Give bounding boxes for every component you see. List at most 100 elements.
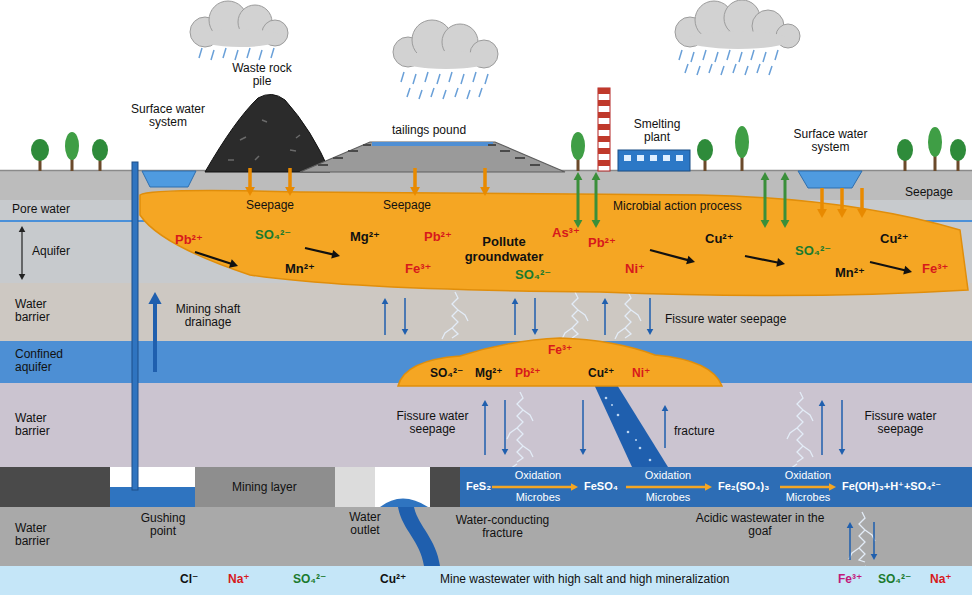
cloud — [398, 51, 494, 69]
node-text: Mining layer — [232, 481, 297, 494]
node-text: SO₄²⁻ — [878, 573, 911, 586]
annotation-label: Water outlet — [340, 511, 390, 538]
chimney — [598, 124, 610, 130]
node-text: Ni⁺ — [625, 262, 645, 277]
confined-pollution-plume: SO₄²⁻Mg²⁺Pb²⁺Fe³⁺Cu²⁺Ni⁺ — [395, 335, 725, 387]
plume-outline — [245, 187, 255, 196]
band-decoration — [662, 405, 669, 411]
node-text: Water barrier — [15, 522, 70, 549]
plume-outline — [781, 172, 790, 180]
node-text: Mn²⁺ — [835, 266, 865, 281]
tree — [897, 139, 913, 161]
plume-outline — [140, 191, 968, 296]
plume-outline — [480, 187, 490, 196]
smelting-building — [624, 155, 631, 161]
plume-outline — [592, 220, 601, 228]
band-decoration — [605, 397, 608, 400]
plume-outline — [285, 187, 295, 196]
plume-outline — [870, 262, 906, 271]
node-text: Na⁺ — [228, 573, 250, 586]
chimney — [598, 136, 610, 142]
cloud — [686, 31, 790, 49]
band-decoration — [841, 400, 843, 450]
plume-outline — [305, 248, 334, 255]
node-text: Fe³⁺ — [548, 344, 572, 357]
plume-outline — [595, 178, 598, 221]
cloud — [675, 0, 800, 49]
band-decoration — [404, 298, 406, 330]
band-decoration — [502, 449, 509, 455]
band-decoration — [819, 400, 826, 406]
band-decoration — [492, 486, 572, 489]
node-text: Microbes — [640, 491, 696, 503]
plume-outline — [761, 172, 770, 180]
band-decoration — [504, 400, 506, 450]
node-text: Fe³⁺ — [922, 262, 948, 277]
band-decoration — [442, 292, 468, 339]
band-decoration — [649, 459, 652, 462]
band-decoration — [627, 431, 630, 434]
plume-outline — [195, 252, 232, 264]
annotation-label: Fissure water seepage — [665, 313, 786, 326]
chimney — [598, 88, 610, 94]
band-decoration — [617, 414, 620, 417]
annotation-label: Waste rock pile — [222, 62, 302, 89]
band-decoration — [787, 392, 813, 475]
node-text: Cu²⁺ — [880, 232, 909, 247]
tree — [92, 139, 108, 161]
annotation-label: Microbial action process — [613, 200, 742, 213]
plume-outline — [784, 178, 787, 221]
band-decoration — [571, 483, 578, 491]
plume-outline — [764, 178, 767, 221]
node-text: Fe(OH)₃+H⁺+SO₄²⁻ — [842, 480, 941, 492]
band-decoration — [664, 410, 666, 448]
band-decoration — [705, 483, 712, 491]
plume-outline — [817, 209, 827, 218]
node-text: Aquifer — [32, 245, 70, 258]
band-decoration — [839, 449, 846, 455]
band-decoration — [534, 298, 536, 330]
smelting-building — [650, 155, 657, 161]
annotation-label: Fissure water seepage — [390, 410, 475, 437]
node-text: SO₄²⁻ — [515, 268, 551, 283]
rain — [401, 72, 488, 99]
smelting-building — [618, 150, 690, 171]
annotation-label: Gushing point — [128, 512, 198, 539]
annotation-label: Seepage — [246, 199, 294, 212]
chimney — [598, 88, 610, 171]
node-text: Mg²⁺ — [350, 230, 380, 245]
band-decoration — [0, 383, 972, 467]
plume-outline — [745, 256, 779, 263]
node-text: Na⁺ — [930, 573, 952, 586]
chimney — [598, 160, 610, 166]
node-text: Pore water — [12, 203, 70, 216]
plume-outline — [413, 168, 417, 189]
node-text: SO₄²⁻ — [255, 228, 291, 243]
node-text: Microbes — [510, 491, 566, 503]
node-text: Cl⁻ — [180, 573, 198, 586]
node-text: Pb²⁺ — [515, 367, 541, 380]
band-decoration — [580, 449, 587, 455]
tree — [697, 139, 713, 161]
node-text: Mine wastewater with high salt and high … — [440, 573, 729, 586]
pond-steps — [318, 145, 540, 165]
smelting-building — [637, 155, 644, 161]
waste-rock-pile — [205, 94, 330, 172]
plume-outline — [577, 178, 580, 221]
plume-outline — [840, 188, 844, 211]
tree — [928, 127, 942, 157]
plume-outline — [857, 209, 867, 218]
water-barrier-band: Water barrier — [0, 383, 972, 467]
node-text: Mg²⁺ — [475, 367, 503, 380]
node-text: SO₄²⁻ — [293, 573, 326, 586]
cloud — [196, 29, 284, 47]
rain — [199, 48, 274, 60]
annotation-label: Seepage — [383, 199, 431, 212]
annotation-label: Mining shaft drainage — [168, 303, 248, 330]
band-decoration — [484, 405, 486, 455]
band-decoration — [195, 467, 335, 507]
node-text: Fe³⁺ — [838, 573, 862, 586]
node-text: Water barrier — [15, 412, 70, 439]
annotation-label: Fissure water seepage — [858, 410, 943, 437]
